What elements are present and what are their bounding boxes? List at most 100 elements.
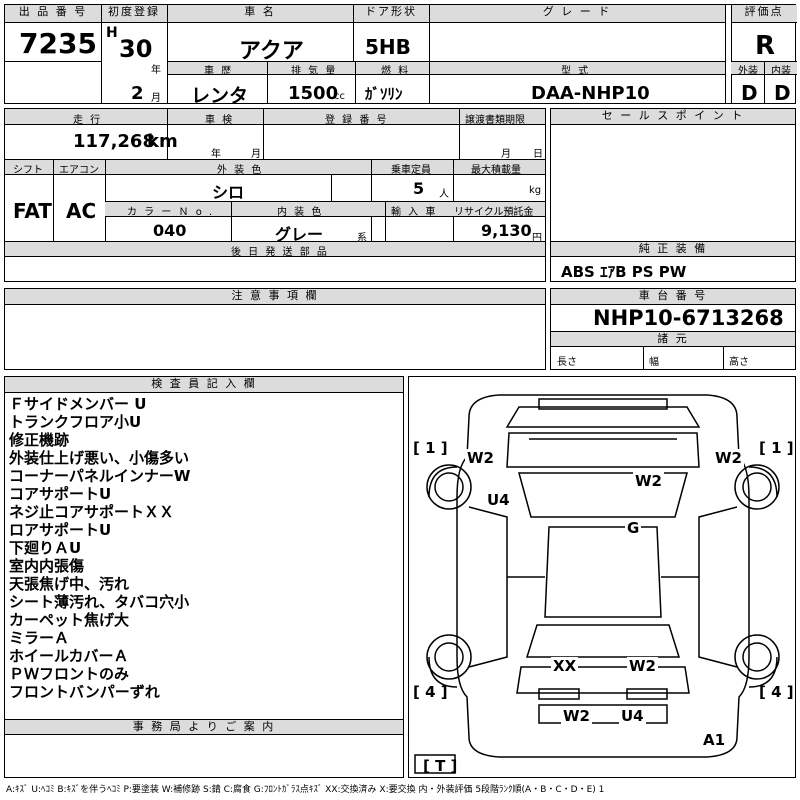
transfer-month-unit: 月 [501,149,511,160]
ext-color-label: 外 装 色 [217,165,264,176]
capacity-unit: 人 [439,189,449,200]
specs-label: 諸 元 [551,331,795,347]
int-color-label: 内 装 色 [277,207,324,218]
transfer-day-unit: 日 [533,149,543,160]
inspection-label: 車 検 [205,115,235,126]
inspector-note-line: トランクフロア小U [9,413,142,431]
ac-label: エアコン [59,165,99,176]
notes-box: 注 意 事 項 欄 [4,288,546,370]
inspector-note-line: 外装仕上げ悪い、小傷多い [9,449,190,467]
fuel: ｶﾞｿﾘﾝ [365,85,403,103]
label-rear-left: [ 4 ] [413,683,448,701]
inspector-note-line: コアサポートU [9,485,112,503]
interior-label: 内装 [771,66,791,77]
ext-color: シロ [212,183,245,202]
damage-mark: W2 [465,449,496,467]
color-no: 040 [153,221,187,240]
damage-mark: W2 [561,707,592,725]
shift-label: シフト [13,165,43,176]
reg-month: 2 [131,83,144,104]
capacity: 5 [413,179,425,198]
inspector-note-line: Ｆサイドメンバー U [9,395,147,413]
label-front-right: [ 1 ] [759,439,794,457]
first-reg-label: 初度登録 [101,5,167,23]
lot-label: 出 品 番 号 [5,5,101,23]
era: H [106,25,118,41]
inspector-note-line: 下廻りＡU [9,539,82,557]
score: R [755,31,776,61]
damage-mark: XX [551,657,579,675]
damage-diagram: [ 1 ] [ 1 ] [ 4 ] [ 4 ] [ T ] W2 W2 W2 U… [408,376,796,778]
capacity-label: 乗車定員 [391,165,431,176]
inspector-note-line: ミラーＡ [9,629,70,647]
color-no-label: カ ラ ー Ｎ o . [127,207,215,218]
int-color: グレー [275,225,324,244]
mileage-unit: km [147,131,178,152]
inspector-label: 検 査 員 記 入 欄 [5,377,403,393]
inspector-note-line: 修正機跡 [9,431,70,449]
recycle-unit: 円 [532,233,542,244]
mileage-label: 走 行 [73,115,103,126]
exterior: D [741,81,758,105]
shift: FAT [13,199,52,223]
int-color-suffix: 系 [357,233,367,244]
label-front-left: [ 1 ] [413,439,448,457]
import-label: 輸 入 車 [391,207,438,218]
damage-mark: U4 [619,707,646,725]
max-load-label: 最大積載量 [471,165,521,176]
inspector-note-line: コーナーパネルインナーW [9,467,191,485]
chassis-number: NHP10-6713268 [593,306,784,330]
month-unit: 月 [151,93,161,104]
year-unit: 年 [151,65,161,76]
inspector-note-line: ホイールカバーＡ [9,647,129,665]
chassis-label: 車 台 番 号 [551,289,795,305]
recycle: 9,130 [481,221,532,240]
inspector-note-line: カーペット焦げ大 [9,611,130,629]
displacement-unit: cc [334,91,345,102]
car-name-label: 車 名 [167,5,353,23]
damage-mark: A1 [701,731,728,749]
car-outline-drawing [414,394,780,774]
ac: AC [66,199,97,223]
inspector-note-line: フロントバンパーずれ [9,683,160,701]
recycle-label: リサイクル預託金 [454,207,534,218]
equipment-label: 純 正 装 備 [551,241,795,257]
label-trunk: [ T ] [423,757,458,775]
sales-points-box: セ ー ル ス ポ イ ン ト 純 正 装 備 ABS ｴｱB PS PW [550,108,796,282]
lot-number: 7235 [19,27,97,60]
inspector-note-line: ロアサポートU [9,521,112,539]
door-label: ドア形状 [353,5,429,23]
mileage: 117,268 [73,131,155,152]
grade-label: グ レ ー ド [429,5,725,23]
damage-mark: W2 [627,657,658,675]
history-label: 車 歴 [204,66,234,77]
damage-mark: W2 [713,449,744,467]
inspector-note-line: 室内内張傷 [9,557,85,575]
reg-year: 30 [119,35,153,63]
door: 5HB [365,35,411,59]
label-rear-right: [ 4 ] [759,683,794,701]
inspector-note-line: 天張焦げ中、汚れ [9,575,130,593]
model: DAA-NHP10 [531,83,650,104]
width-label: 幅 [649,357,659,368]
insp-year-unit: 年 [211,149,221,160]
reg-number-label: 登 録 番 号 [325,115,389,126]
height-label: 高さ [729,357,749,368]
inspector-note-line: ＰＷフロントのみ [9,665,130,683]
exterior-label: 外装 [738,66,758,77]
inspector-note-line: ネジ止コアサポートＸＸ [9,503,175,521]
damage-mark: U4 [485,491,512,509]
later-parts-label: 後 日 発 送 部 品 [231,247,329,258]
listing-header-table: 出 品 番 号 初度登録 車 名 ドア形状 グ レ ー ド 評価点 7235 H… [4,4,797,107]
insp-month-unit: 月 [251,149,261,160]
notes-label: 注 意 事 項 欄 [5,289,545,305]
sales-points-label: セ ー ル ス ポ イ ン ト [551,109,795,125]
equipment: ABS ｴｱB PS PW [561,263,687,281]
fuel-label: 燃 料 [381,66,411,77]
office-label: 事 務 局 よ り ご 案 内 [5,719,403,735]
legend-text: A:ｷｽﾞ U:ﾍｺﾐ B:ｷｽﾞを伴うﾍｺﾐ P:要塗装 W:補修跡 S:錆 … [6,785,605,795]
length-label: 長さ [557,357,577,368]
displacement-label: 排 気 量 [291,66,338,77]
car-name: アクア [239,39,304,64]
